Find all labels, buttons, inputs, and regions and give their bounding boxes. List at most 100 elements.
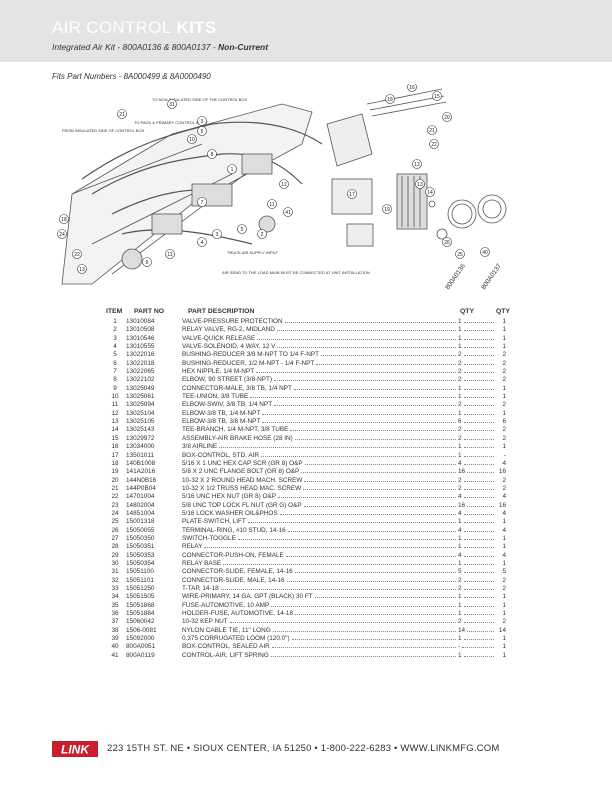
callout-number: 20 [444,115,450,121]
part-description: 5/16 UNC HEX NUT (GR 8) O&P [182,493,458,501]
qty-kit2: 1 [502,559,506,567]
callout-number: 40 [482,250,488,256]
callout-bubble [197,116,207,126]
item-number: 30 [111,559,119,567]
th-qty1: QTY [460,308,474,315]
qty-kit1: 1 [458,393,496,401]
item-number: 7 [113,368,117,376]
item-number: 28 [111,543,119,551]
part-number: 13010508 [126,326,155,334]
item-number: 4 [113,343,117,351]
callout-number: 5 [241,227,244,233]
callout-number: 1 [231,167,234,173]
callout-number: 31 [169,102,175,108]
item-number: 11 [111,401,119,409]
qty-kit1: 1 [458,410,496,418]
callout-bubble [283,207,293,217]
dot-leader [278,497,456,499]
callout-number: 2 [261,232,264,238]
dot-leader [250,397,457,399]
dot-leader [463,438,494,440]
callout-bubble [142,257,152,267]
qty-kit2: 5 [502,568,506,576]
callout-number: 10 [189,137,195,143]
qty-kit2: 2 [502,359,506,367]
th-qty2: QTY [496,308,510,315]
callout-truck-air: TRUCK AIR SUPPLY INPUT [227,250,279,255]
qty-kit1: 2 [458,585,496,593]
item-number: 38 [111,626,119,634]
dot-leader [284,322,456,323]
callout-bubble [165,249,175,259]
callout-bubble [257,229,267,239]
part-description: 10-32 KEP NUT [182,618,458,626]
header-band: AIR CONTROL KITS Integrated Air Kit - 80… [0,0,612,62]
dot-leader [463,338,494,340]
qty-kit1: 1 [458,335,496,343]
part-description: RELAY BASE [182,560,458,568]
part-number: 15001318 [126,518,155,526]
part-description: ELBOW-3/8 TB, 3/8 M-NPT [182,418,458,426]
dot-leader [463,513,494,515]
dot-leader [463,622,494,624]
qty-kit2: 4 [502,459,506,467]
dot-leader [463,405,494,407]
dot-leader [463,580,494,582]
part-description: 5/16 X 1 UNC HEX CAP SCR (GR 8) O&P [182,460,458,468]
dot-leader [237,538,456,540]
part-description: ELBOW-SWIV, 3/8 TB, 1/4 NPT [182,401,458,409]
callout-number: 16 [409,85,415,91]
callout-bubble [480,247,490,257]
part-description: CONNECTOR-SLIDE, FEMALE, 14-16 [182,568,458,576]
qty-kit1: 1 [458,560,496,568]
qty-kit2: 4 [502,509,506,517]
dot-leader [247,522,456,524]
part-description: ELBOW-3/8 TB, 1/4 M-NPT [182,410,458,418]
callout-bubble [77,264,87,274]
qty-kit1: - [458,643,496,651]
part-number: 144P0B04 [126,484,156,492]
callout-bubble [429,139,439,149]
part-number: 13022102 [126,376,155,384]
part-description: HOLDER-FUSE, AUTOMOTIVE, 14-18 [182,610,458,618]
dot-leader [463,522,494,524]
qty-kit2: 1 [502,318,506,325]
part-number: 13025061 [126,393,155,401]
callout-number: 17 [349,192,355,198]
part-number: 15051884 [126,610,155,618]
item-number: 14 [111,426,119,434]
part-description: VALVE-QUICK RELEASE [182,335,458,343]
callout-number: 22 [74,252,80,258]
callout-number: 13 [417,182,423,188]
qty-kit2: 1 [502,543,506,551]
callout-number: 18 [387,97,393,103]
dot-leader [463,547,494,549]
dot-leader [463,455,494,457]
item-number: 21 [111,484,119,492]
callout-number: 26 [444,240,450,246]
page-subtitle: Integrated Air Kit - 800A0136 & 800A0137… [52,42,269,52]
callout-number: 12 [281,182,287,188]
part-number: 13010546 [126,334,155,342]
qty-kit2: 1 [502,518,506,526]
item-number: 17 [111,451,119,459]
item-number: 25 [111,518,119,526]
dot-leader [204,547,457,549]
dot-leader [294,438,456,440]
callout-bubble [117,109,127,119]
dot-leader [290,430,457,432]
dot-leader [304,480,457,482]
dot-leader [467,472,495,474]
part-description: RELAY VALVE, RG-2, MIDLAND [182,326,458,334]
part-number: 144N0B16 [126,476,157,484]
part-number: 15092000 [126,635,155,643]
